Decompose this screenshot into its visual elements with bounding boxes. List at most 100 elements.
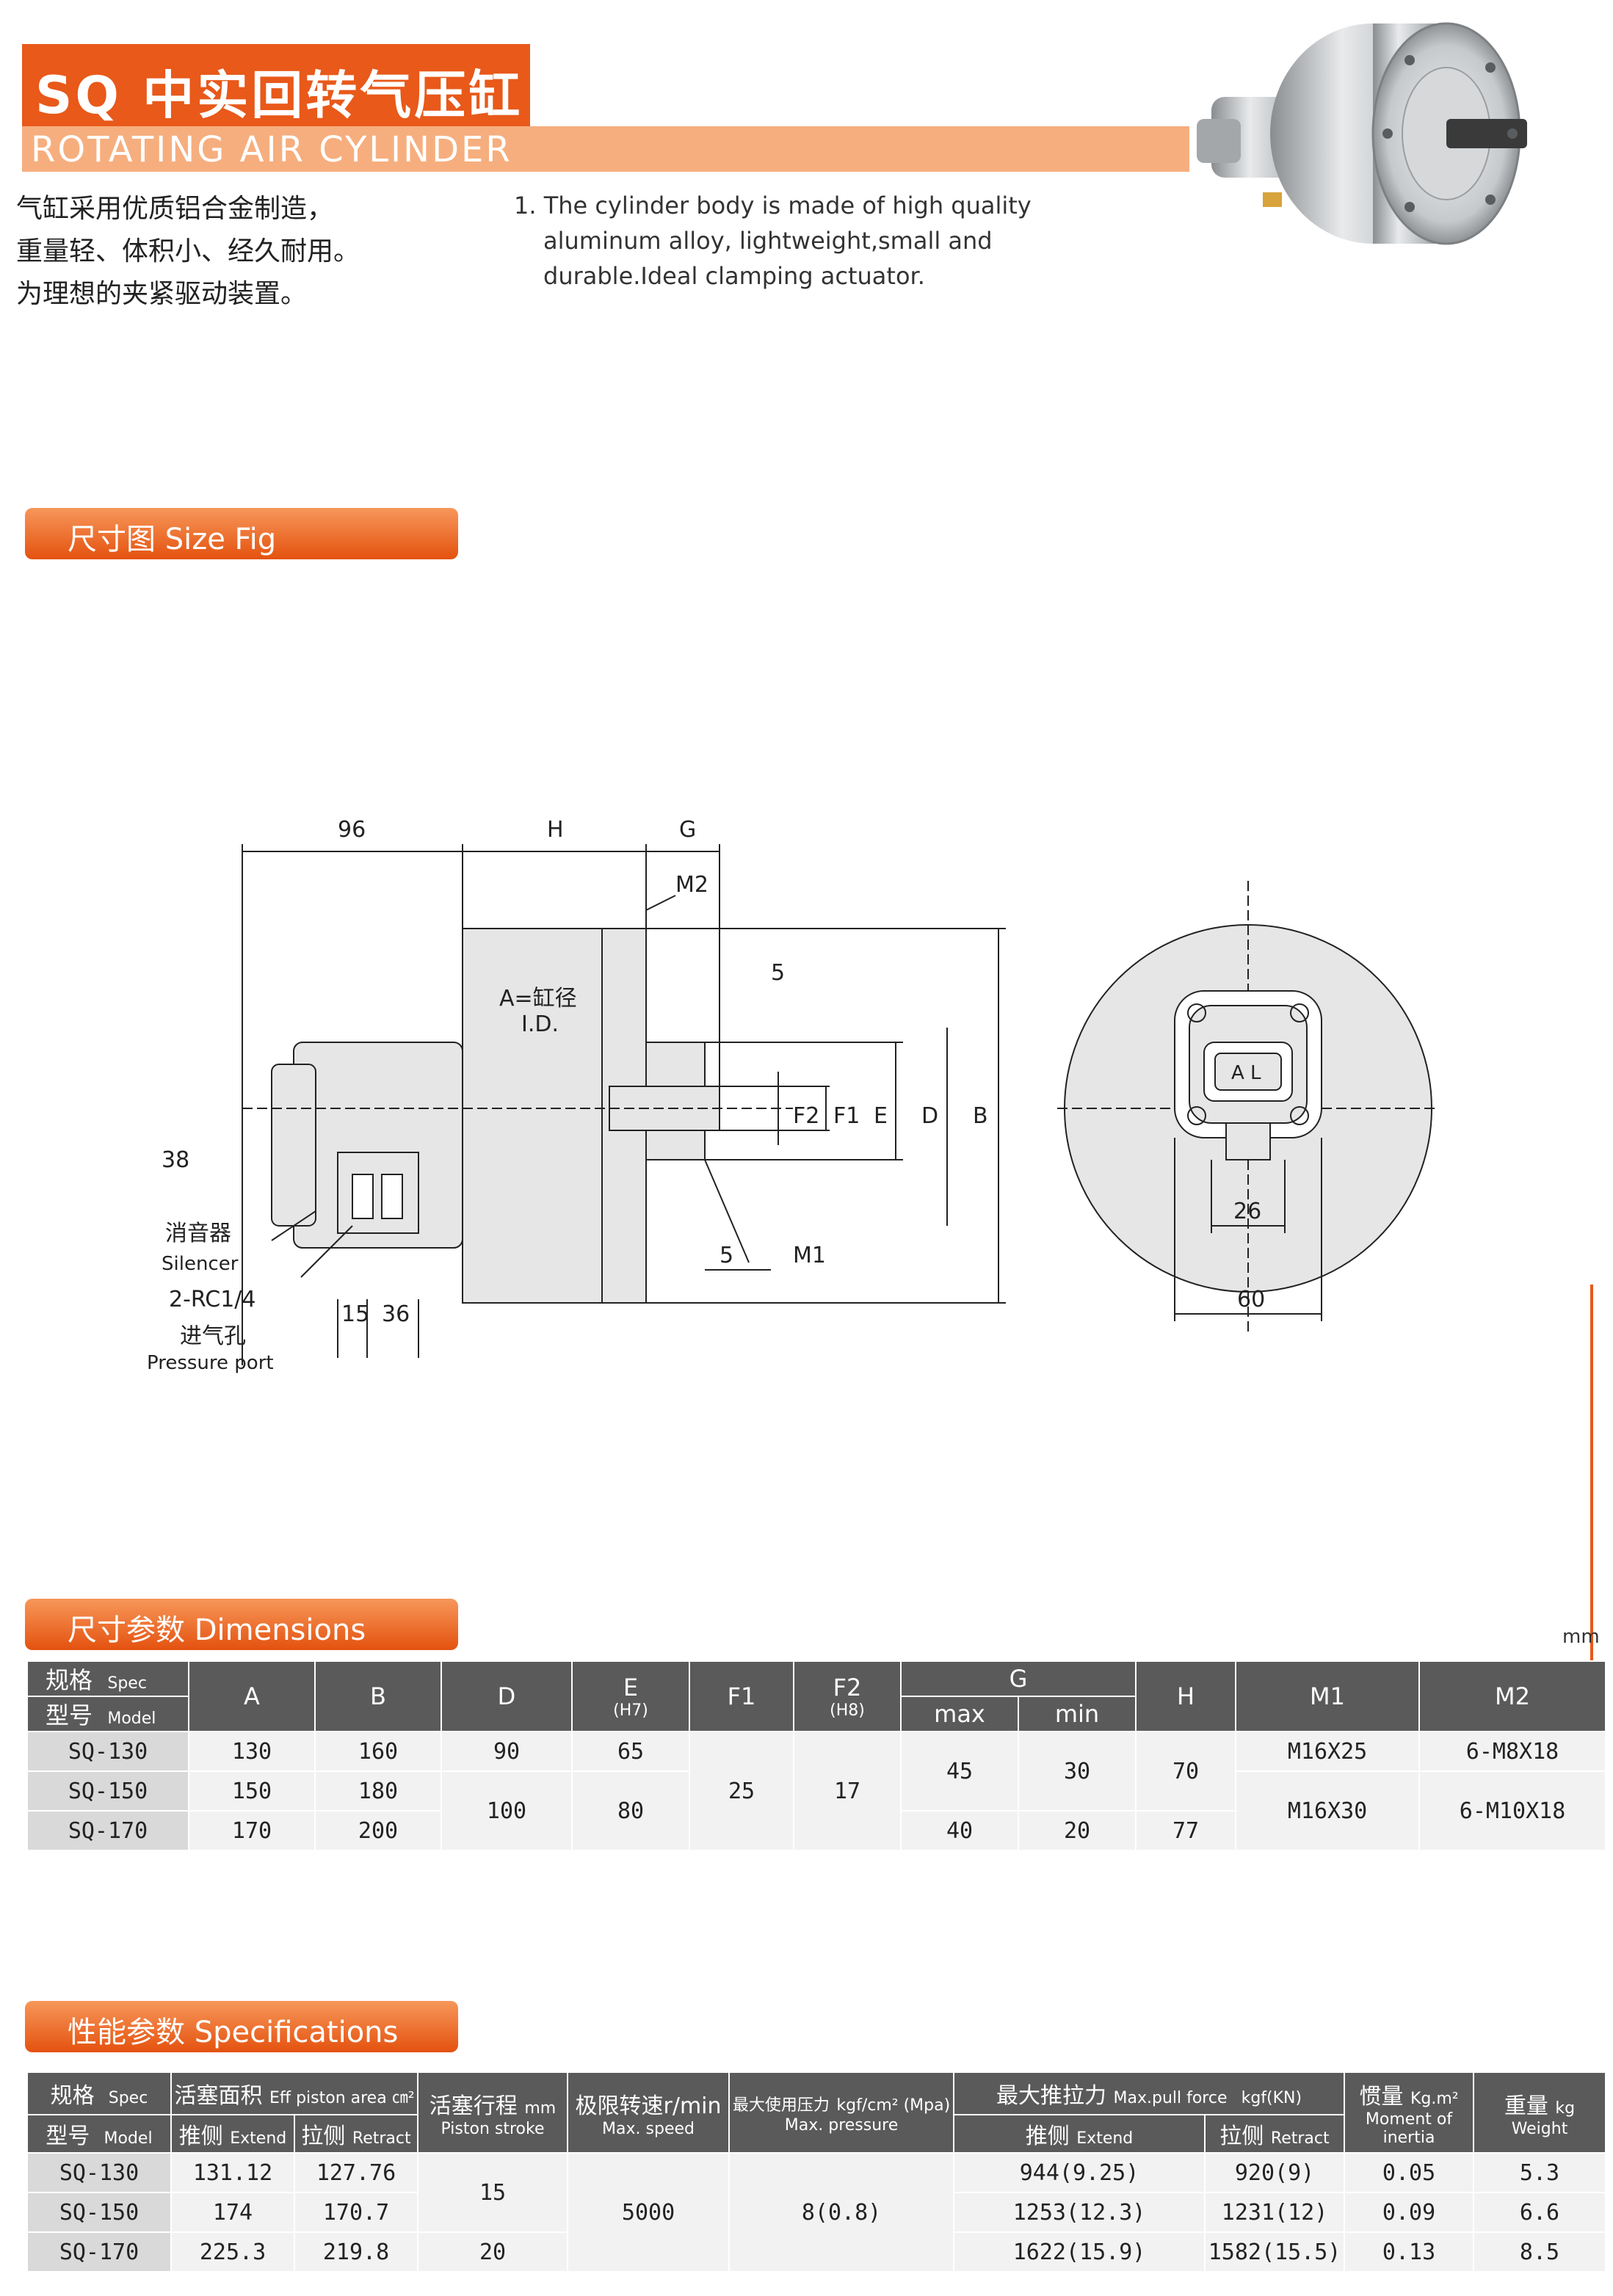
dim-b: B [973, 1103, 988, 1129]
header-b: B [314, 1660, 442, 1732]
header-f1: F1 [689, 1660, 794, 1732]
dim-d: D [921, 1103, 938, 1129]
dim-96: 96 [338, 817, 366, 843]
header-model: 型号 Model [26, 2114, 172, 2154]
cell-b: 180 [314, 1770, 442, 1812]
cell-model: SQ-130 [26, 1731, 189, 1772]
cell-model: SQ-170 [26, 2231, 172, 2273]
specifications-table: 规格 Spec 活塞面积 Eff piston area ㎝² 活塞行程 mm … [26, 2071, 1607, 2273]
cell-m1: M16X25 [1235, 1731, 1421, 1772]
cell-weight: 5.3 [1473, 2152, 1607, 2193]
description-en-line: 1. The cylinder body is made of high qua… [514, 192, 1032, 219]
dim-36: 36 [382, 1301, 410, 1327]
cell-weight: 6.6 [1473, 2192, 1607, 2233]
cell-g-max: 45 [900, 1731, 1019, 1812]
header-e: E(H7) [571, 1660, 690, 1732]
cell-force-retract: 1231(12) [1204, 2192, 1346, 2233]
cell-model: SQ-130 [26, 2152, 172, 2193]
unit-label: mm [1562, 1626, 1600, 1648]
cell-g-max: 40 [900, 1810, 1019, 1851]
section-dimensions-label: 尺寸参数 Dimensions [68, 1613, 366, 1647]
header-force: 最大推拉力 Max.pull force kgf(KN) [953, 2071, 1346, 2115]
dim-f2: F2 [793, 1103, 819, 1129]
cell-m1: M16X30 [1235, 1770, 1421, 1851]
cell-m2: 6-M8X18 [1418, 1731, 1607, 1772]
label-bore: A=缸径 [499, 986, 577, 1011]
table-row: SQ-170 225.3 219.8 20 1622(15.9) 1582(15… [26, 2231, 1607, 2273]
header-force-retract: 拉侧 Retract [1204, 2114, 1346, 2154]
dim-38: 38 [162, 1147, 189, 1173]
label-port-cn: 进气孔 [180, 1323, 246, 1349]
table-row: SQ-130 130 160 90 65 25 17 45 30 70 M16X… [26, 1731, 1607, 1851]
section-dimensions: 尺寸参数 Dimensions [25, 1599, 458, 1650]
cell-force-extend: 1253(12.3) [953, 2192, 1206, 2233]
dim-15: 15 [341, 1301, 369, 1327]
header-a: A [188, 1660, 316, 1732]
label-id: I.D. [521, 1011, 559, 1037]
cell-area-extend: 174 [170, 2192, 295, 2233]
section-size-fig-label: 尺寸图 Size Fig [68, 523, 277, 556]
header-g-min: min [1017, 1696, 1137, 1732]
dim-5-top: 5 [771, 960, 785, 986]
header-stroke: 活塞行程 mm Piston stroke [417, 2071, 569, 2154]
cell-stroke: 20 [417, 2231, 569, 2273]
cell-weight: 8.5 [1473, 2231, 1607, 2273]
section-specifications-label: 性能参数 Specifications [68, 2016, 399, 2049]
subtitle-banner: ROTATING AIR CYLINDER [22, 126, 1189, 172]
cell-g-min: 20 [1017, 1810, 1137, 1851]
label-silencer-cn: 消音器 [165, 1221, 231, 1246]
header-f2: F2(H8) [793, 1660, 902, 1732]
cell-f2: 17 [793, 1731, 902, 1851]
description-en-line: durable.Ideal clamping actuator. [543, 262, 925, 290]
cell-e: 65 [571, 1731, 690, 1772]
cell-g-min: 30 [1017, 1731, 1137, 1812]
label-port-en: Pressure port [147, 1352, 274, 1374]
header-model: 型号 Model [26, 1696, 189, 1732]
description-en-line: aluminum alloy, lightweight,small and [543, 227, 993, 255]
cell-area-extend: 131.12 [170, 2152, 295, 2193]
header-spec: 规格 Spec [26, 2071, 172, 2115]
header-weight: 重量 kg Weight [1473, 2071, 1607, 2154]
page-subtitle: ROTATING AIR CYLINDER [31, 129, 512, 170]
cell-a: 170 [188, 1810, 316, 1851]
cell-a: 150 [188, 1770, 316, 1812]
dim-h: H [547, 817, 564, 843]
dim-e: E [874, 1103, 888, 1129]
label-m2: M2 [675, 872, 708, 898]
dimensions-table: 规格 Spec A B D E(H7) F1 F2(H8) G H M1 M2 … [26, 1660, 1607, 1851]
cell-b: 160 [314, 1731, 442, 1772]
description-cn-line: 为理想的夹紧驱动装置。 [16, 279, 308, 309]
header-area-extend: 推侧 Extend [170, 2114, 295, 2154]
cell-d: 100 [441, 1770, 573, 1851]
cell-inertia: 0.13 [1344, 2231, 1475, 2273]
cell-force-retract: 1582(15.5) [1204, 2231, 1346, 2273]
cell-force-retract: 920(9) [1204, 2152, 1346, 2193]
table-row: SQ-150 150 180 100 80 M16X30 6-M10X18 [26, 1770, 1607, 1851]
dim-g: G [679, 817, 696, 843]
cell-pressure: 8(0.8) [728, 2152, 955, 2273]
label-m1: M1 [793, 1243, 826, 1268]
cell-d: 90 [441, 1731, 573, 1772]
description-cn-line: 气缸采用优质铝合金制造， [16, 194, 334, 224]
title-banner: SQ 中实回转气压缸 [22, 44, 530, 126]
section-size-fig: 尺寸图 Size Fig [25, 508, 458, 559]
header-inertia: 惯量 Kg.m² Moment of inertia [1344, 2071, 1475, 2154]
header-g-max: max [900, 1696, 1019, 1732]
cell-f1: 25 [689, 1731, 794, 1851]
cell-inertia: 0.09 [1344, 2192, 1475, 2233]
table-row: SQ-170 170 200 40 20 77 [26, 1810, 1606, 1851]
cell-m2: 6-M10X18 [1418, 1770, 1607, 1851]
description-cn-line: 重量轻、体积小、经久耐用。 [16, 236, 360, 266]
label-al: A L [1231, 1062, 1261, 1084]
header-h: H [1135, 1660, 1237, 1732]
header-force-extend: 推侧 Extend [953, 2114, 1206, 2154]
label-silencer-en: Silencer [162, 1253, 239, 1275]
cell-area-retract: 127.76 [293, 2152, 419, 2193]
cell-h: 70 [1135, 1731, 1237, 1812]
header-m1: M1 [1235, 1660, 1421, 1732]
header-m2: M2 [1418, 1660, 1607, 1732]
dim-5-bottom: 5 [719, 1243, 733, 1268]
cell-inertia: 0.05 [1344, 2152, 1475, 2193]
description-en: 1. The cylinder body is made of high qua… [514, 188, 1032, 294]
product-photo [1197, 22, 1527, 245]
